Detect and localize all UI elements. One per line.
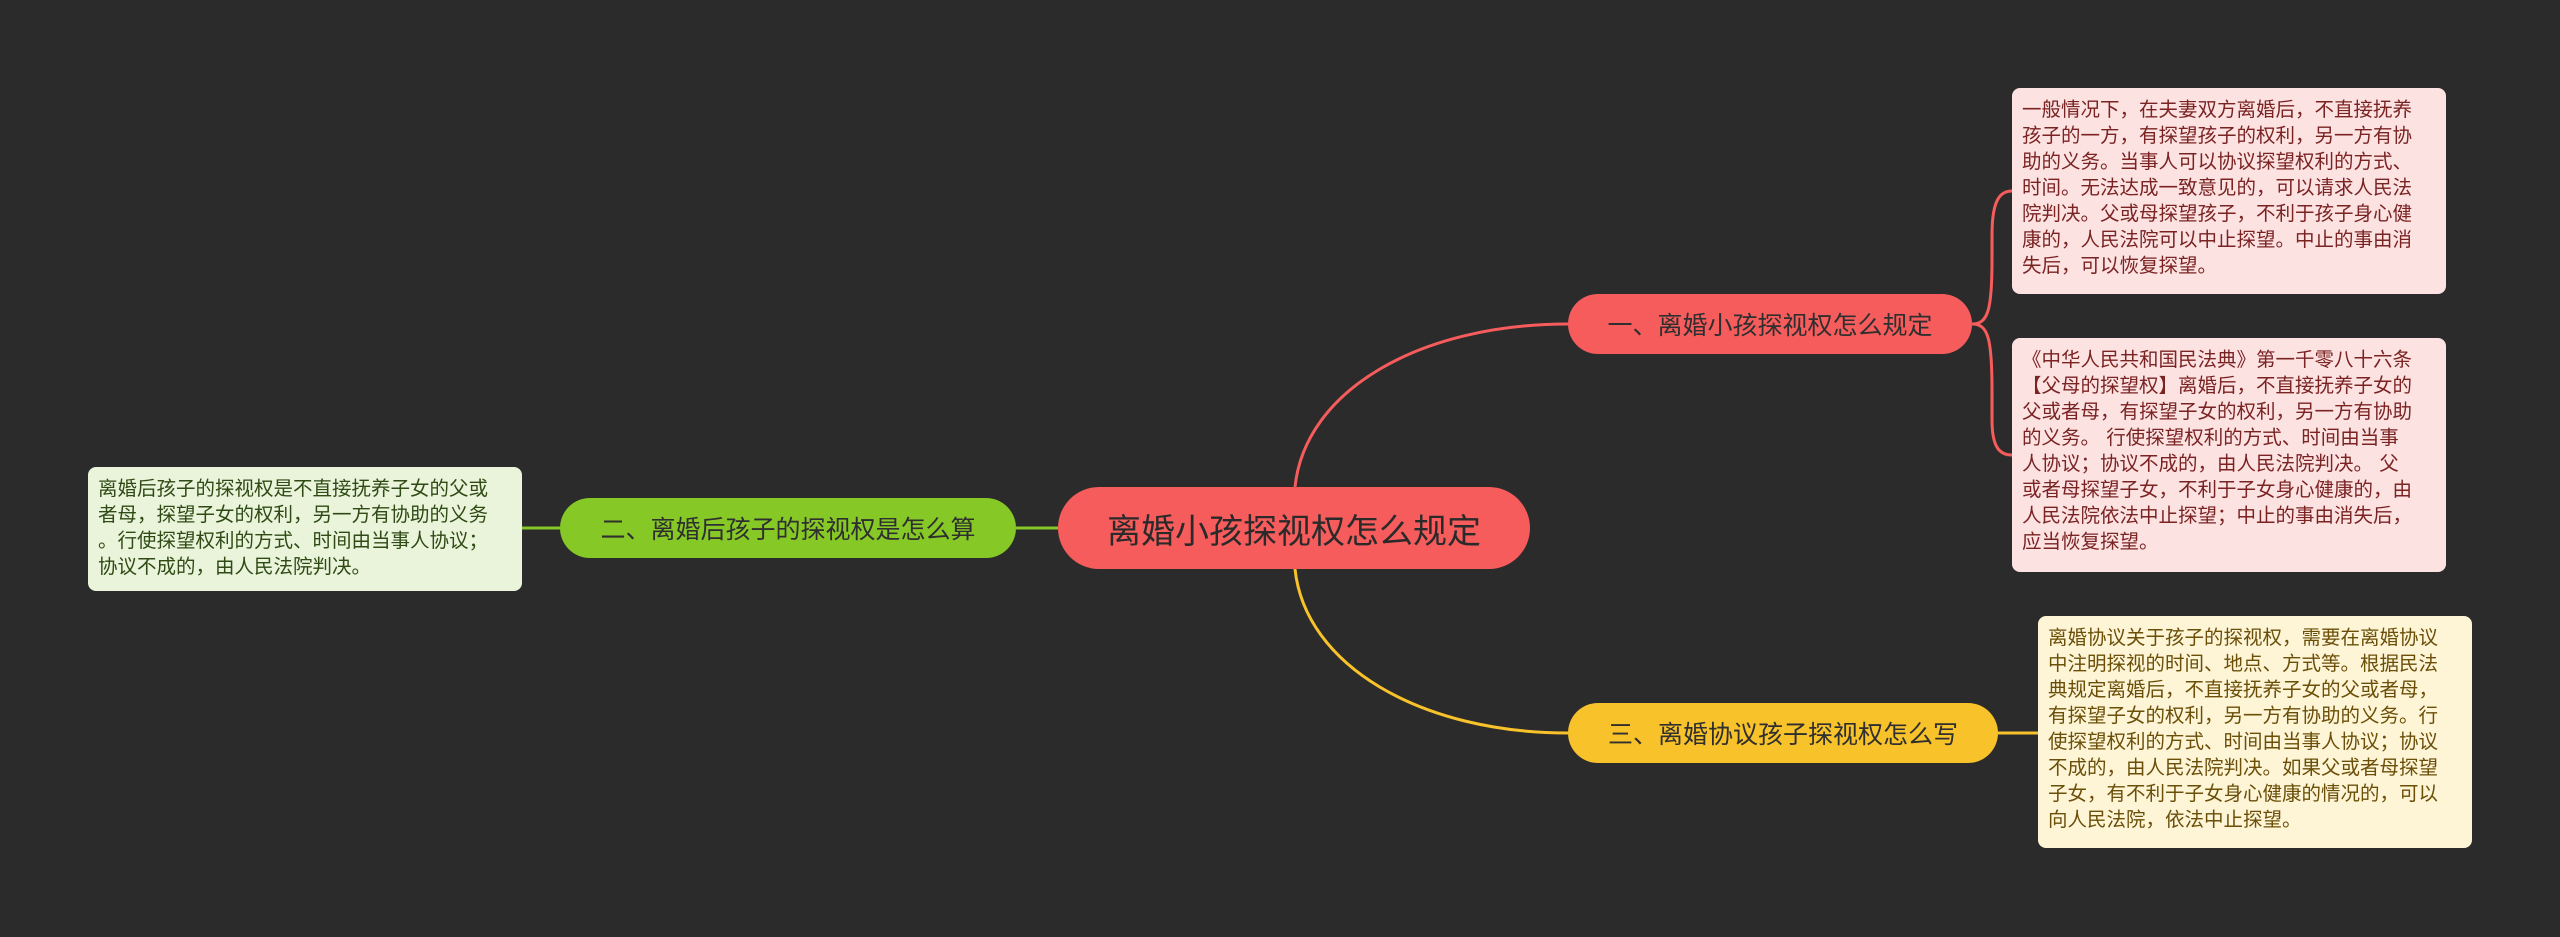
connector-branch-1-leaf-1 xyxy=(1971,189,2013,326)
leaf-note-1-1[interactable]: 一般情况下，在夫妻双方离婚后，不直接抚养 孩子的一方，有探望孩子的权利，另一方有… xyxy=(2012,88,2446,294)
root-topic-label: 离婚小孩探视权怎么规定 xyxy=(1107,511,1481,552)
connector-branch-1-leaf-2 xyxy=(1971,322,2013,457)
root-topic[interactable]: 离婚小孩探视权怎么规定 xyxy=(1058,487,1530,569)
branch-topic-2[interactable]: 二、离婚后孩子的探视权是怎么算 xyxy=(560,498,1016,558)
branch-topic-3-label: 三、离婚协议孩子探视权怎么写 xyxy=(1607,720,1958,749)
branch-topic-2-label: 二、离婚后孩子的探视权是怎么算 xyxy=(600,515,976,544)
leaf-note-2-1[interactable]: 离婚后孩子的探视权是不直接抚养子女的父或 者母，探望子女的权利，另一方有协助的义… xyxy=(88,467,522,591)
leaf-note-1-2[interactable]: 《中华人民共和国民法典》第一千零八十六条 【父母的探望权】离婚后，不直接抚养子女… xyxy=(2012,338,2446,572)
branch-topic-3[interactable]: 三、离婚协议孩子探视权怎么写 xyxy=(1568,703,1998,763)
connector-root-branch-3 xyxy=(1293,568,1569,735)
branch-topic-1-label: 一、离婚小孩探视权怎么规定 xyxy=(1607,311,1933,340)
leaf-note-3-1[interactable]: 离婚协议关于孩子的探视权，需要在离婚协议 中注明探视的时间、地点、方式等。根据民… xyxy=(2038,616,2472,848)
connector-root-branch-1 xyxy=(1293,322,1569,488)
branch-topic-1[interactable]: 一、离婚小孩探视权怎么规定 xyxy=(1568,294,1972,354)
